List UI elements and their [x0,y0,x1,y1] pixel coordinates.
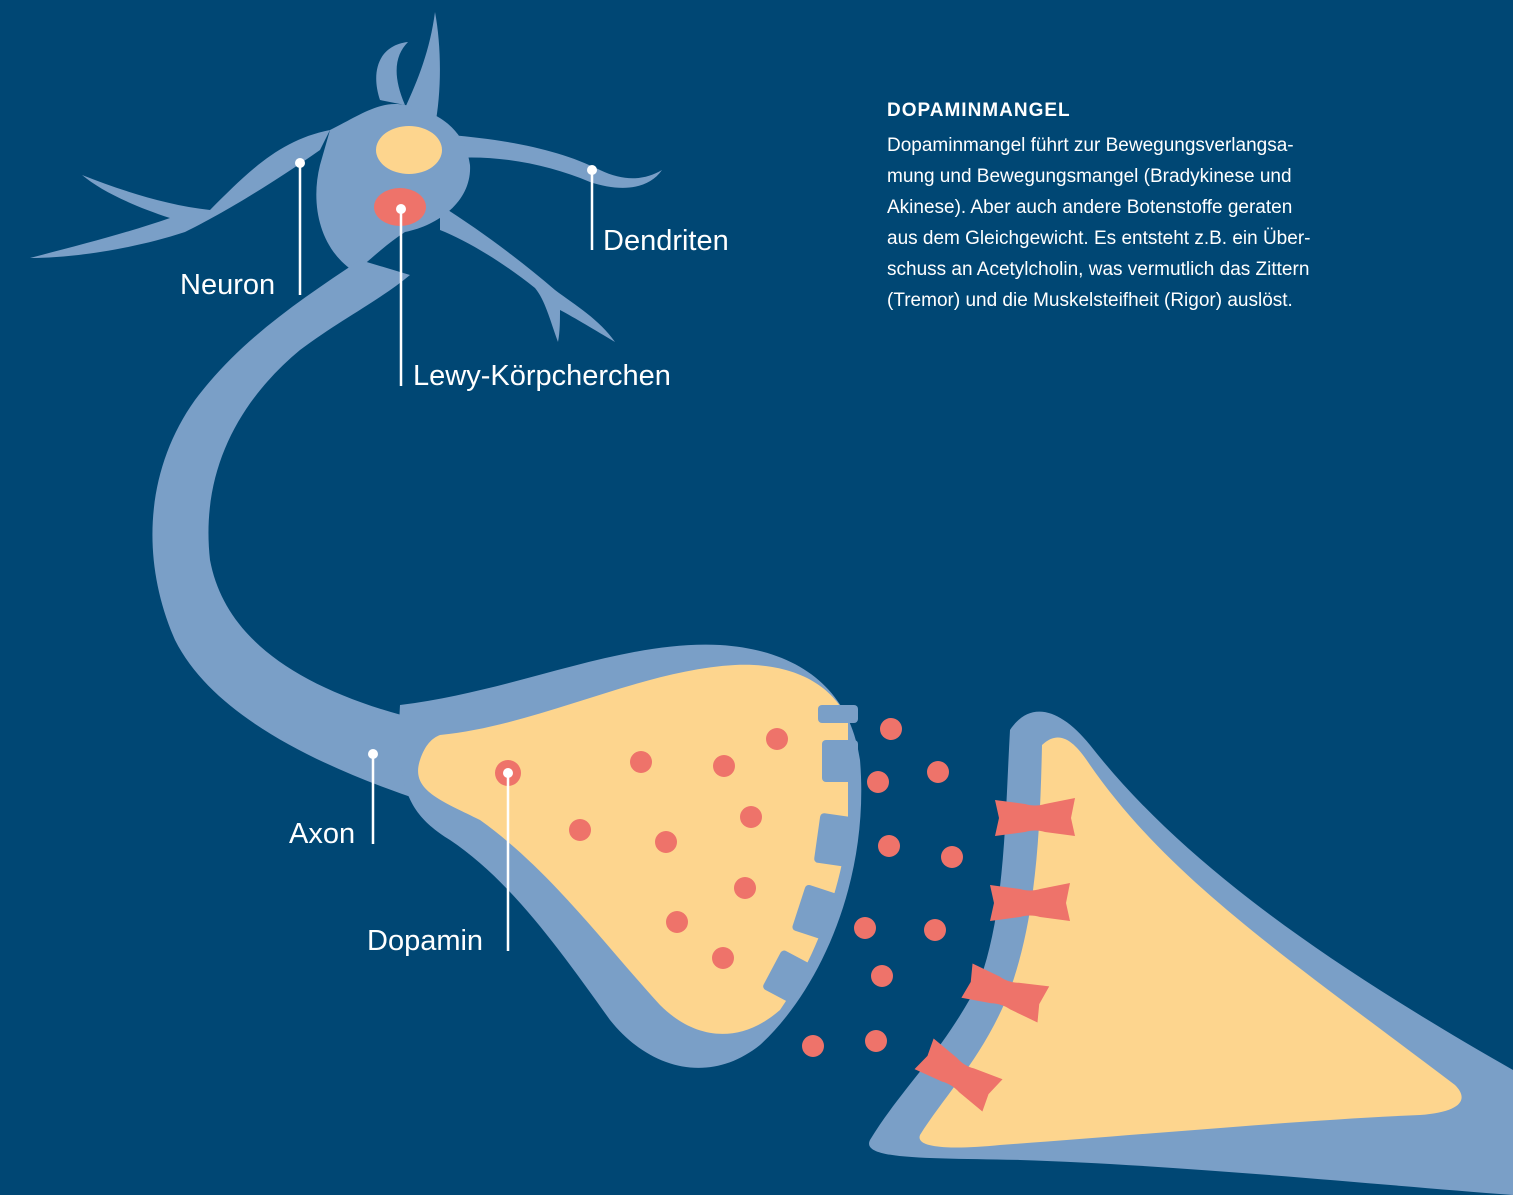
label-neuron: Neuron [180,271,275,300]
label-dendrites: Dendriten [603,227,729,256]
info-body: Dopaminmangel führt zur Bewegungsverlang… [887,130,1427,316]
info-line: Dopaminmangel führt zur Bewegungsverlang… [887,130,1427,161]
label-lewy-bodies: Lewy-Körpcherchen [413,362,671,391]
info-line: schuss an Acetylcholin, was vermutlich d… [887,254,1427,285]
info-line: (Tremor) und die Muskelsteifheit (Rigor)… [887,285,1427,316]
label-dopamine: Dopamin [367,927,483,956]
info-title: DOPAMINMANGEL [887,100,1427,122]
info-line: aus dem Gleichgewicht. Es entsteht z.B. … [887,223,1427,254]
info-panel: DOPAMINMANGEL Dopaminmangel führt zur Be… [887,100,1427,316]
label-axon: Axon [289,820,355,849]
info-line: Akinese). Aber auch andere Botenstoffe g… [887,192,1427,223]
info-line: mung und Bewegungsmangel (Bradykinese un… [887,161,1427,192]
nucleus [376,126,442,174]
